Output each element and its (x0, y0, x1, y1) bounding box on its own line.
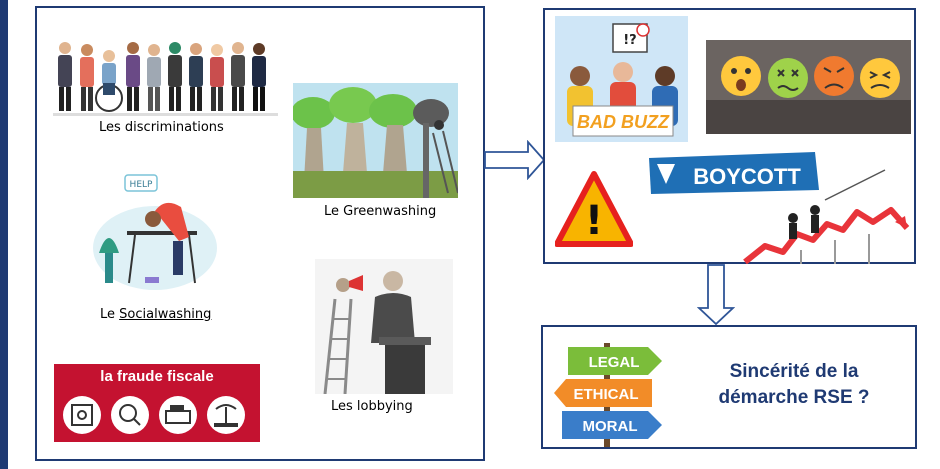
greenwashing-caption: Le Greenwashing (324, 204, 437, 219)
rse-question-line1: Sincérité de la (729, 361, 859, 382)
discriminations-caption: Les discriminations (99, 120, 224, 135)
bad-buzz-label: BAD BUZZ (577, 112, 670, 132)
palm-tree-icon (207, 396, 245, 434)
down-arrow (697, 264, 735, 326)
rse-question: Sincérité de la démarche RSE ? (699, 359, 889, 411)
help-bubble-label: HELP (130, 180, 153, 190)
socialwashing-caption: Le Socialwashing (100, 307, 211, 322)
signpost-illustration: LEGAL ETHICAL MORAL (554, 343, 662, 447)
warning-triangle-icon: ! (555, 171, 633, 247)
rse-question-panel: LEGAL ETHICAL MORAL Sincérité de la déma… (541, 325, 917, 449)
sign-ethical-label: ETHICAL (574, 386, 639, 403)
legal-sign (568, 347, 662, 375)
socialwashing-word: Socialwashing (119, 307, 212, 322)
ethical-sign (554, 379, 652, 407)
risks-panel: Les discriminations Le Greenwashing HELP… (35, 6, 485, 461)
angry-emoji-icon (814, 56, 854, 96)
warning-mark: ! (585, 198, 603, 244)
people-group-illustration (53, 42, 278, 116)
greenwashing-illustration (293, 83, 458, 198)
sign-moral-label: MORAL (583, 418, 638, 435)
surprised-emoji-icon (721, 56, 761, 96)
fraude-fiscale-title: la fraude fiscale (100, 368, 214, 385)
socialwashing-prefix: Le (100, 307, 120, 322)
right-arrow (484, 140, 546, 180)
coin-magnifier-icon (111, 396, 149, 434)
lobbying-illustration (315, 259, 453, 394)
fraude-fiscale-banner: la fraude fiscale (54, 364, 260, 442)
frustrated-emoji-icon (860, 58, 900, 98)
bad-buzz-illustration: !? BAD BUZZ (555, 16, 688, 142)
safe-icon (63, 396, 101, 434)
bad-buzz-sign-text: !? (623, 33, 636, 48)
sick-emoji-icon (768, 58, 808, 98)
emoji-faces-photo (706, 40, 911, 134)
moral-sign (562, 411, 662, 439)
fraude-icons-row (63, 396, 245, 434)
consequences-panel: !? BAD BUZZ ! BOYCOTT (543, 8, 916, 264)
boycott-label: BOYCOTT (693, 164, 801, 189)
sign-legal-label: LEGAL (589, 354, 640, 371)
boycott-illustration: BOYCOTT (649, 152, 910, 264)
rse-question-line2: démarche RSE ? (718, 387, 870, 408)
lobbying-caption: Les lobbying (331, 399, 413, 414)
cash-register-icon (159, 396, 197, 434)
left-accent-bar (0, 0, 8, 469)
socialwashing-illustration: HELP (93, 174, 217, 290)
